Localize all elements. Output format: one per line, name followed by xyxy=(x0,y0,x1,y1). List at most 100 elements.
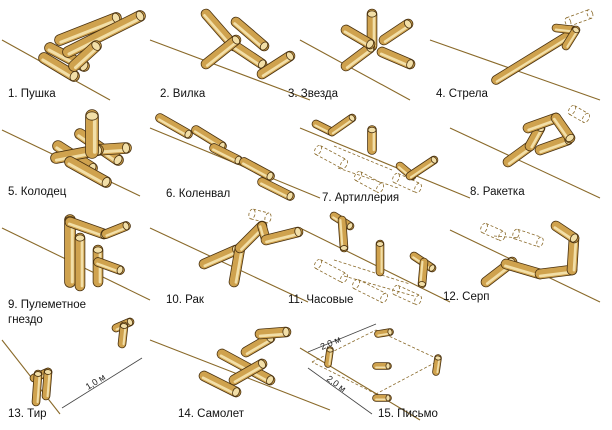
caption-4-strela: 4. Стрела xyxy=(436,88,488,100)
log-body xyxy=(535,135,573,155)
pulemet-log xyxy=(101,221,131,239)
log-body xyxy=(192,126,226,150)
kolenval-log xyxy=(155,113,193,139)
log-highlight xyxy=(105,226,128,237)
ground-line xyxy=(299,127,471,199)
log-highlight xyxy=(553,226,575,242)
log-body xyxy=(42,368,52,400)
ghost-end xyxy=(380,292,388,304)
ghost-end xyxy=(314,144,322,156)
log-body xyxy=(338,216,348,252)
log-end-cap xyxy=(572,26,580,34)
log-end-cap xyxy=(282,327,290,337)
log-body xyxy=(255,327,291,339)
log-end-cap xyxy=(286,191,294,201)
caption-13-tir: 13. Тир xyxy=(8,408,47,420)
log-highlight xyxy=(419,260,424,285)
log-end-cap xyxy=(266,171,274,181)
log-highlight xyxy=(261,56,293,78)
log-body xyxy=(341,43,375,71)
log-body xyxy=(32,370,42,406)
log-end-cap xyxy=(434,355,442,361)
kolodets-log xyxy=(85,109,99,159)
log-body xyxy=(406,156,438,180)
kolodets-log xyxy=(64,156,112,188)
log-highlight xyxy=(203,250,239,268)
log-end-cap xyxy=(113,155,123,165)
log-highlight xyxy=(46,371,51,398)
chasovye-ghost xyxy=(314,258,348,284)
caption-7-artilleriya: 7. Артиллерия xyxy=(322,192,400,204)
log-body xyxy=(229,243,245,287)
log-highlight xyxy=(74,46,100,70)
ghost-end xyxy=(314,258,322,270)
log-highlight xyxy=(67,222,105,238)
log-highlight xyxy=(339,219,344,250)
log-highlight xyxy=(67,16,143,56)
rak-ghost xyxy=(248,208,272,224)
ghost-end xyxy=(264,212,272,224)
pismo-log xyxy=(372,362,392,370)
ghost-edge xyxy=(566,9,589,19)
strela-log xyxy=(491,27,579,85)
log-body xyxy=(501,259,545,279)
pulemet-log xyxy=(93,257,125,275)
log-body xyxy=(201,35,241,69)
ghost-end xyxy=(352,278,360,290)
log-end-cap xyxy=(366,39,374,49)
log-highlight xyxy=(234,247,244,284)
ghost-end xyxy=(498,230,506,242)
caption-10-rak: 10. Рак xyxy=(166,294,204,306)
log-end-cap xyxy=(184,129,192,139)
log-body xyxy=(118,322,128,348)
ghost-edge xyxy=(574,105,589,115)
log-end-cap xyxy=(69,70,79,82)
log-end-cap xyxy=(266,375,274,385)
ground-line xyxy=(149,227,309,303)
log-end-cap xyxy=(91,41,101,51)
log-highlight xyxy=(566,29,579,48)
ghost-edge xyxy=(393,294,417,305)
log-end-cap xyxy=(326,347,334,353)
log-end-cap xyxy=(367,10,377,18)
ghost-end xyxy=(586,9,594,19)
log-end-cap xyxy=(376,241,384,247)
caption-3-zvezda: 3. Звезда xyxy=(288,88,338,100)
log-highlight xyxy=(504,264,541,278)
tir-log xyxy=(117,321,129,349)
log-body xyxy=(217,349,275,385)
log-end-cap xyxy=(385,362,391,370)
ghost-edge xyxy=(569,113,584,123)
log-end-cap xyxy=(101,176,111,188)
ghost-end xyxy=(568,105,576,115)
caption-14-samolet: 14. Самолет xyxy=(178,408,245,420)
dashed-line xyxy=(333,259,411,285)
log-highlight xyxy=(331,118,354,135)
log-highlight xyxy=(157,118,189,137)
log-end-cap xyxy=(126,318,134,326)
ghost-end xyxy=(414,182,422,194)
ghost-edge xyxy=(320,259,347,274)
dashed-line xyxy=(311,361,377,395)
log-highlight xyxy=(205,40,239,67)
pismo-log xyxy=(374,328,394,338)
log-body xyxy=(55,13,121,45)
log-highlight xyxy=(345,48,373,69)
dimension-marks: 1,0 м 2,0 м 2,0 м xyxy=(61,323,377,415)
pismo-side-b-label: 2,0 м xyxy=(325,374,348,395)
raketka-log xyxy=(550,112,576,144)
log-end-cap xyxy=(231,35,241,45)
ghost-end xyxy=(392,172,400,184)
log-end-cap xyxy=(44,369,52,375)
kolenval-log xyxy=(209,143,243,165)
ghost-edge xyxy=(250,218,267,224)
log-body xyxy=(379,19,413,45)
log-highlight xyxy=(495,32,577,83)
log-highlight xyxy=(41,58,75,80)
ghost-edge xyxy=(353,288,382,303)
log-body xyxy=(69,41,101,71)
serp-ghost xyxy=(512,228,544,248)
log-end-cap xyxy=(346,222,354,230)
dashed-line xyxy=(343,275,415,297)
log-highlight xyxy=(538,270,574,278)
